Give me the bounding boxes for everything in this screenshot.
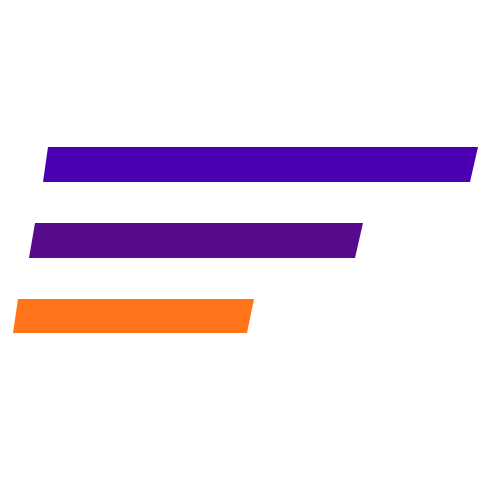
logo-middle-bar: [29, 223, 363, 258]
logo-bottom-bar: [13, 299, 254, 333]
logo-top-bar: [43, 147, 478, 182]
